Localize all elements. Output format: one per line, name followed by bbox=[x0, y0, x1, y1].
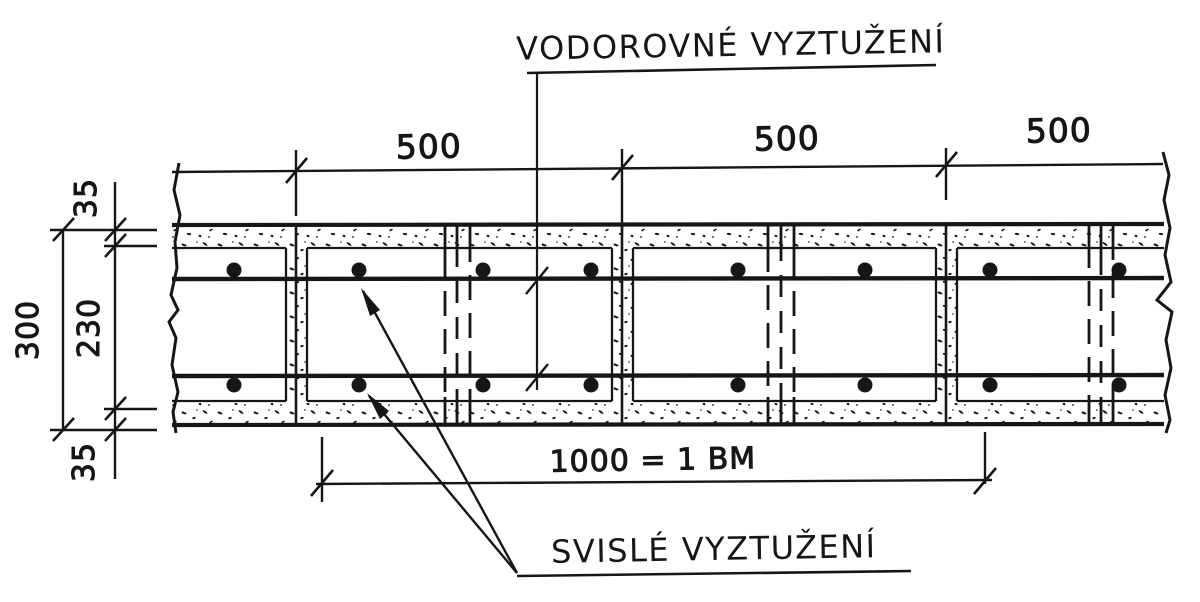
top-dimension: 500 500 500 bbox=[171, 110, 1164, 231]
rebar-dot bbox=[857, 262, 873, 278]
rebar-dot bbox=[730, 262, 746, 278]
arrowhead-1 bbox=[361, 288, 380, 316]
wall-bottom-outer-edge bbox=[171, 421, 1165, 428]
rebar-dot bbox=[982, 262, 998, 278]
block-joint-lines bbox=[294, 225, 948, 425]
label-horizontal-reinforcement: VODOROVNÉ VYZTUŽENÍ bbox=[516, 22, 946, 67]
rebar-dot bbox=[857, 377, 873, 393]
top-dimension-ticks bbox=[285, 151, 958, 184]
rebar-dot bbox=[982, 377, 998, 393]
rebar-dot bbox=[351, 262, 367, 278]
leader-bar-ticks bbox=[525, 266, 549, 392]
rebar-dot bbox=[351, 377, 367, 393]
vertical-rebar-group-2 bbox=[766, 225, 796, 425]
inner-shell-edges bbox=[172, 246, 1164, 403]
dim-left-overall: 300 bbox=[11, 300, 46, 360]
bottom-dimension-ticks bbox=[310, 467, 997, 497]
wall-section bbox=[167, 151, 1174, 434]
bottom-dim-line bbox=[315, 478, 993, 486]
dim-bottom-total: 1000 = 1 BM bbox=[549, 441, 756, 480]
rebar-dot bbox=[583, 262, 599, 278]
left-dimension-ticks bbox=[52, 217, 127, 442]
label-top-underline bbox=[526, 63, 937, 75]
label-bottom-underline bbox=[516, 569, 912, 578]
dim-top-500-1: 500 bbox=[395, 126, 462, 166]
left-witness-lines bbox=[50, 228, 157, 432]
rebar-dots-bottom-row bbox=[226, 377, 1127, 393]
leader-arrow-line-1 bbox=[361, 290, 519, 574]
horizontal-rebar-bottom bbox=[171, 372, 1165, 379]
label-vertical-reinforcement: SVISLÉ VYZTUŽENÍ bbox=[551, 527, 877, 571]
break-line-right bbox=[1154, 151, 1174, 434]
top-shell-concrete bbox=[172, 227, 1164, 247]
bottom-shell-concrete bbox=[172, 403, 1164, 423]
rebar-dot bbox=[730, 377, 746, 393]
top-dimension-line bbox=[171, 162, 1164, 174]
rebar-dot bbox=[583, 377, 599, 393]
rebar-dot bbox=[226, 262, 242, 278]
dim-top-500-2: 500 bbox=[753, 118, 820, 158]
dim-left-core: 230 bbox=[72, 298, 107, 358]
horizontal-reinforcement-callout: VODOROVNÉ VYZTUŽENÍ bbox=[516, 22, 946, 392]
horizontal-rebar-top bbox=[171, 275, 1165, 282]
dim-top-500-3: 500 bbox=[1025, 110, 1092, 150]
dim-left-shell-top: 35 bbox=[69, 178, 104, 218]
top-dimension-witness-lines bbox=[294, 148, 948, 231]
rebar-dot bbox=[1111, 262, 1127, 278]
bottom-dimension: 1000 = 1 BM bbox=[310, 432, 997, 502]
left-dimension: 35 300 230 35 bbox=[11, 177, 157, 483]
rebar-dots-top-row bbox=[226, 262, 1127, 278]
dim-left-shell-bottom: 35 bbox=[67, 442, 102, 482]
vertical-reinforcement-callout: SVISLÉ VYZTUŽENÍ bbox=[361, 288, 912, 578]
rebar-dot bbox=[226, 377, 242, 393]
break-line-left bbox=[167, 162, 182, 434]
rebar-dot bbox=[475, 262, 491, 278]
rebar-dot bbox=[475, 377, 491, 393]
arrowhead-2 bbox=[367, 393, 389, 419]
wall-top-outer-edge bbox=[171, 221, 1165, 228]
vertical-rebar-group-1 bbox=[443, 225, 472, 425]
vertical-rebar-group-3 bbox=[1087, 225, 1115, 425]
rebar-dot bbox=[1111, 377, 1127, 393]
leader-arrow-line-2 bbox=[368, 395, 518, 574]
